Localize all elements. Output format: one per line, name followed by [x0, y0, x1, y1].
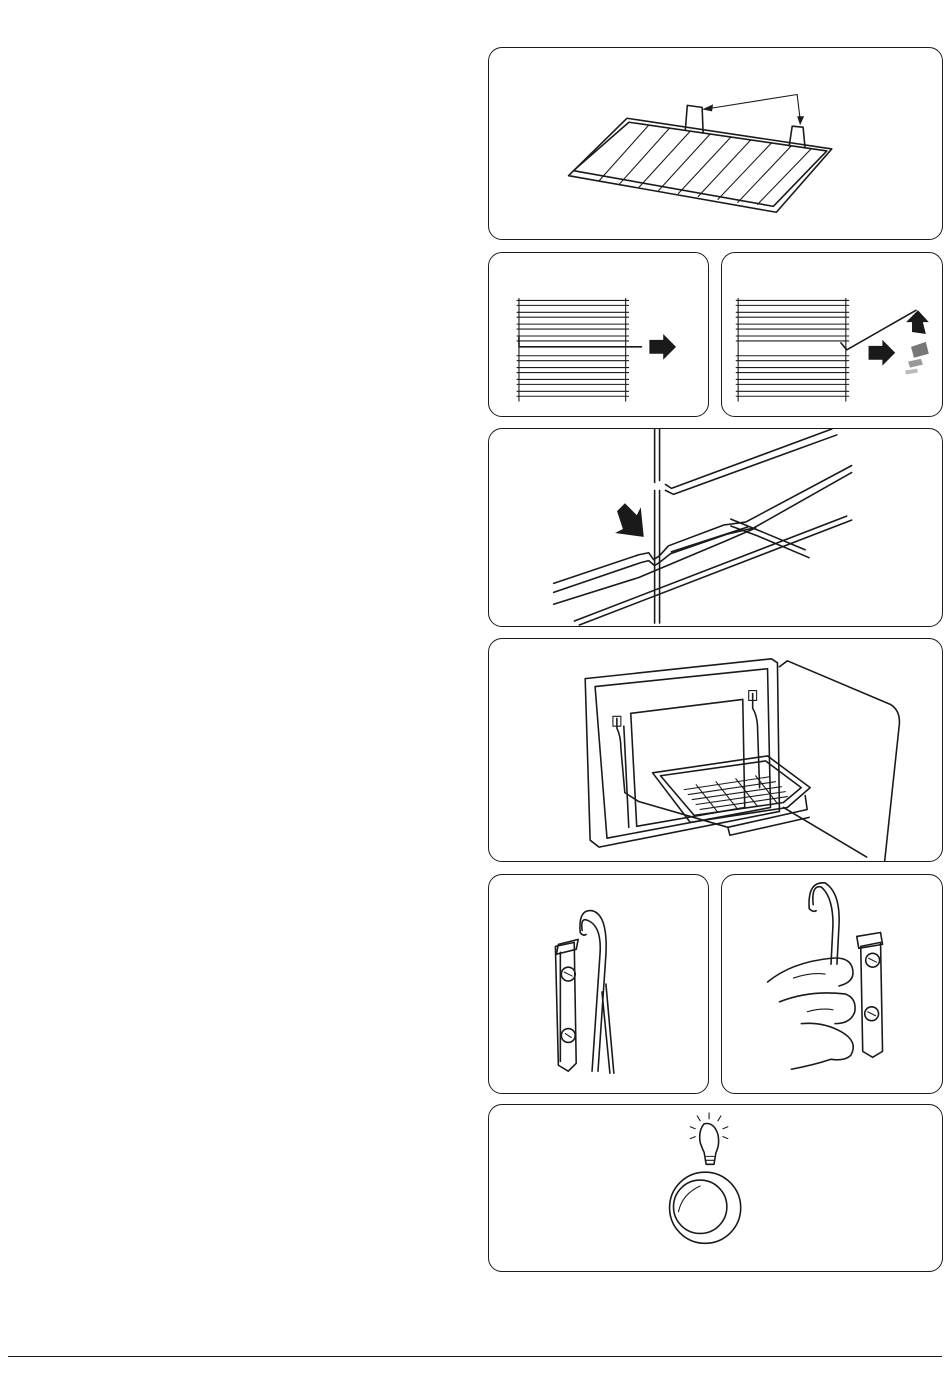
figure-support-bracket-in — [488, 874, 709, 1094]
shelf-tilt-icon — [722, 253, 942, 416]
grill-pan-icon — [489, 639, 942, 861]
shelf-slide-icon — [489, 253, 708, 416]
hand-bracket-icon — [722, 875, 942, 1093]
oven-shelf-icon — [489, 48, 942, 239]
footer-rule — [8, 1356, 942, 1357]
figure-support-bracket-hand — [721, 874, 943, 1094]
bracket-icon — [489, 875, 708, 1093]
figure-grill-pan-on-door — [488, 638, 943, 862]
figure-oven-light-switch — [488, 1104, 943, 1272]
figure-shelf-with-stops — [488, 47, 943, 240]
light-bulb-icon — [489, 1105, 942, 1271]
figure-shelf-insert-tilt — [721, 252, 943, 417]
figure-shelf-runner-detail — [488, 428, 943, 627]
figure-shelf-insert-straight — [488, 252, 709, 417]
runner-detail-icon — [489, 429, 942, 626]
